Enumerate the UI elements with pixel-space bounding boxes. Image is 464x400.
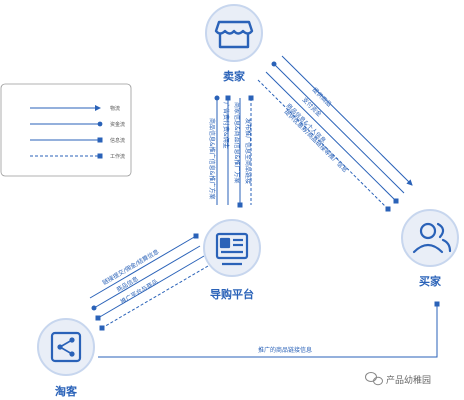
node-taoke: 淘客	[37, 318, 95, 398]
legend-label: 工作流	[110, 153, 125, 160]
edge-label: 广告费付费&佣金	[222, 102, 230, 149]
node-label: 淘客	[55, 384, 78, 398]
legend-item-circle: 资金流	[30, 121, 125, 128]
legend-item-dashed: 工作流	[30, 153, 125, 160]
node-platform: 导购平台	[203, 219, 261, 301]
legend: 物流 资金流 信息流 工作流	[0, 83, 132, 177]
monitor-icon	[215, 232, 249, 266]
edge-platform-taoke: 链接提交/佣金/结算信息 商品信息 推广平台与商品	[89, 233, 209, 331]
legend-box	[0, 83, 132, 177]
legend-item-square: 信息流	[30, 137, 125, 144]
edge-seller-buyer: 提供商品 支付资金 商品信息&个人信息 提供优惠券/商品链接等推广信息	[257, 55, 413, 212]
legend-label: 资金流	[110, 121, 125, 128]
edge-label: 商家信息&商品信息&推广方案	[233, 102, 241, 183]
legend-label: 信息流	[110, 137, 125, 144]
edge-taoke-buyer: 推广的商品链接信息	[98, 301, 440, 358]
share-icon	[50, 331, 82, 363]
watermark-text: 产品幼稚园	[386, 374, 431, 386]
watermark: 产品幼稚园	[365, 372, 431, 386]
edge-label: 商品信息&推广信息&推广方案	[208, 118, 216, 199]
node-seller: 卖家	[205, 4, 263, 83]
edge-label: 推广的商品链接信息	[258, 346, 312, 354]
node-label: 导购平台	[210, 287, 254, 301]
edge-seller-platform: 广告费付费&佣金 商家信息&商品信息&推广方案 发布推广信息至商品链接 商品信息…	[208, 95, 254, 208]
store-icon	[214, 20, 254, 49]
edge-label: 商品信息&个人信息	[285, 102, 328, 145]
wechat-icon	[365, 372, 383, 386]
users-icon	[412, 222, 452, 254]
edge-label: 发布推广信息至商品链接	[244, 118, 252, 184]
legend-label: 物流	[110, 105, 120, 112]
edge-label: 提供优惠券/商品链接等推广信息	[283, 108, 350, 174]
node-label: 卖家	[223, 69, 246, 83]
legend-item-arrow: 物流	[30, 105, 120, 112]
node-buyer: 买家	[401, 209, 459, 288]
node-label: 买家	[419, 274, 442, 288]
